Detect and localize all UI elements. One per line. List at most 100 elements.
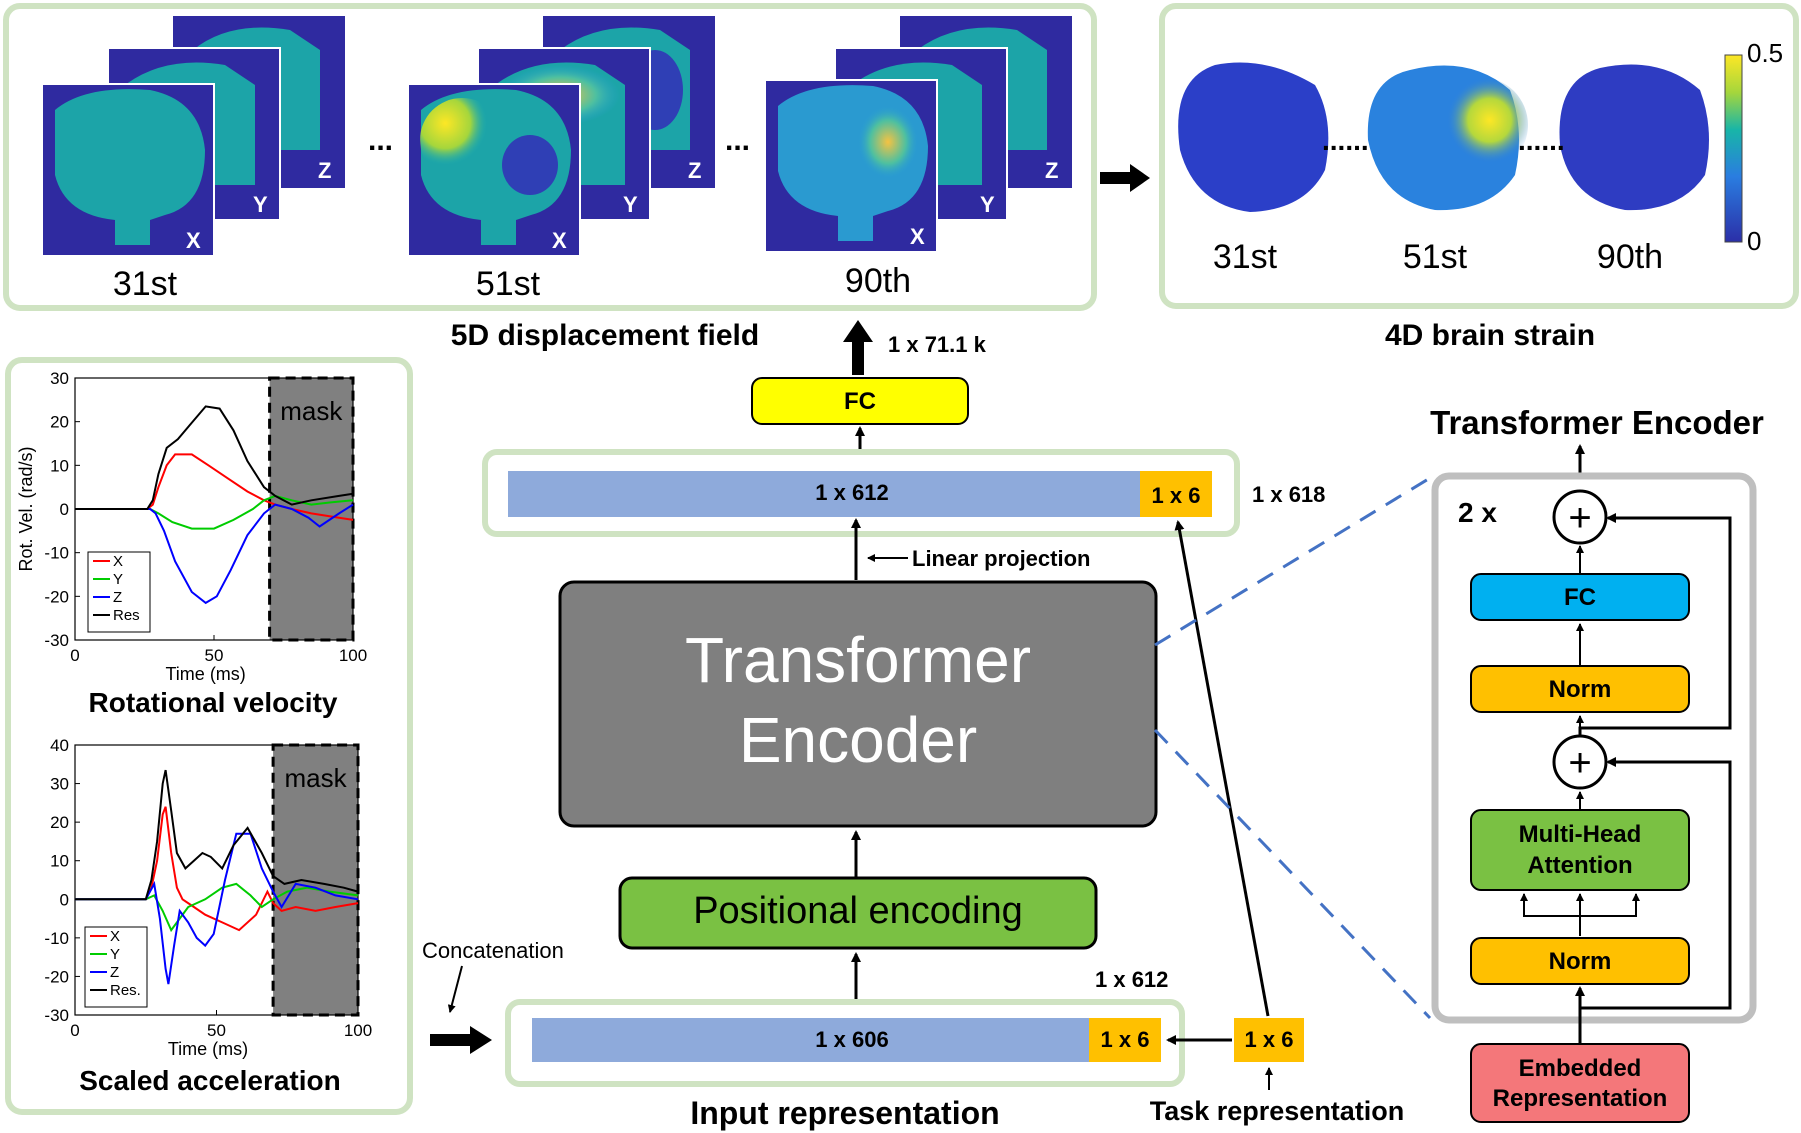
legend-label: Y xyxy=(113,571,123,588)
output-task-label: 1 x 6 xyxy=(1152,483,1201,508)
brain-90th xyxy=(1559,64,1709,211)
y-tick-label: -30 xyxy=(44,631,69,650)
concatenation-label: Concatenation xyxy=(422,938,564,963)
colorbar-min: 0 xyxy=(1747,226,1761,256)
x-tick-label: 50 xyxy=(205,646,224,665)
detail-norm-bottom-block xyxy=(1470,937,1690,985)
y-tick-label: -20 xyxy=(44,587,69,606)
brain-31st xyxy=(1178,62,1329,212)
detail-norm-bottom-label: Norm xyxy=(1549,948,1612,975)
series-line-x xyxy=(75,806,359,932)
arrow-to-strain xyxy=(1100,164,1150,192)
strain-ellipsis-1: ...... xyxy=(1322,125,1369,156)
y-tick-label: -20 xyxy=(44,967,69,986)
ellipsis-2: ... xyxy=(725,124,750,157)
y-tick-label: 0 xyxy=(60,500,69,519)
encoder-line2: Encoder xyxy=(739,704,977,776)
legend-box xyxy=(84,926,148,1008)
detail-mha-block xyxy=(1470,809,1690,891)
y-tick-label: 30 xyxy=(50,775,69,794)
y-tick-label: 20 xyxy=(50,413,69,432)
input-bar xyxy=(532,1018,1089,1062)
displacement-panel-title: 5D displacement field xyxy=(451,319,759,352)
series-line-z xyxy=(75,832,359,985)
axis-letter-x: X xyxy=(910,224,925,249)
mask-label: mask xyxy=(284,763,347,793)
x-tick-label: 100 xyxy=(344,1021,372,1040)
ellipsis-1: ... xyxy=(368,124,393,157)
transformer-encoder-block xyxy=(558,580,1158,828)
input-task-cell xyxy=(1089,1018,1161,1062)
legend-box xyxy=(87,551,151,633)
embedded-line2: Representation xyxy=(1493,1085,1668,1112)
x-tick-label: 0 xyxy=(70,1021,79,1040)
y-tick-label: 30 xyxy=(50,369,69,388)
output-total: 1 x 618 xyxy=(1252,482,1325,507)
strain-frame-90th: 90th xyxy=(1597,238,1663,276)
series-line-y xyxy=(75,882,359,933)
velocity-caption: Rotational velocity xyxy=(89,687,338,718)
output-bar-label: 1 x 612 xyxy=(815,480,888,505)
task-to-output-arrow xyxy=(1174,520,1270,1017)
encoder-detail-title: Transformer Encoder xyxy=(1430,404,1764,441)
embedded-representation-block xyxy=(1470,1043,1690,1123)
x-axis-label: Time (ms) xyxy=(165,664,245,684)
y-tick-label: 40 xyxy=(50,736,69,755)
detail-mha-line2: Attention xyxy=(1527,852,1632,879)
detail-fc-label: FC xyxy=(1564,584,1596,611)
colorbar-max: 0.5 xyxy=(1747,38,1783,68)
embedded-line1: Embedded xyxy=(1519,1055,1642,1082)
axis-letter-z: Z xyxy=(688,158,701,183)
linear-projection-label: Linear projection xyxy=(912,546,1090,571)
concatenation-pointer xyxy=(447,965,463,1013)
encoder-line1: Transformer xyxy=(685,624,1031,696)
series-line-z xyxy=(75,503,354,605)
add-node-bottom xyxy=(1552,734,1608,790)
brain-51st-hotspot xyxy=(1432,77,1528,173)
y-tick-label: -10 xyxy=(44,544,69,563)
frame-stack-51st: Z Y X xyxy=(407,16,715,257)
legend-label: Z xyxy=(110,964,119,981)
dashed-connector-bottom xyxy=(1153,728,1432,1020)
task-representation-label: Task representation xyxy=(1150,1096,1405,1126)
output-bar xyxy=(508,471,1140,517)
detail-norm-top-label: Norm xyxy=(1549,676,1612,703)
input-representation-label: Input representation xyxy=(690,1095,999,1131)
frame-label-31st: 31st xyxy=(113,265,178,303)
y-axis-label: Rot. Vel. (rad/s) xyxy=(16,446,36,571)
repeat-label: 2 x xyxy=(1458,497,1497,528)
axis-letter-x: X xyxy=(552,228,567,253)
concat-arrow xyxy=(430,1026,492,1054)
output-task-cell xyxy=(1140,471,1212,517)
legend-label: Res xyxy=(113,607,140,624)
output-dim: 1 x 71.1 k xyxy=(888,332,987,357)
detail-norm-top-block xyxy=(1470,665,1690,713)
y-tick-label: -30 xyxy=(44,1006,69,1025)
strain-frame-51st: 51st xyxy=(1403,238,1468,276)
y-tick-label: 0 xyxy=(60,890,69,909)
series-line-y xyxy=(75,494,354,530)
fc-output-label: FC xyxy=(844,388,876,415)
legend-label: Y xyxy=(110,946,120,963)
strain-frame-31st: 31st xyxy=(1213,238,1278,276)
x-axis-label: Time (ms) xyxy=(168,1039,248,1059)
x-tick-label: 100 xyxy=(339,646,367,665)
positional-encoding-label: Positional encoding xyxy=(693,890,1023,932)
x-tick-label: 0 xyxy=(70,646,79,665)
task-box-label: 1 x 6 xyxy=(1245,1027,1294,1052)
legend-label: X xyxy=(113,553,123,570)
axis-letter-z: Z xyxy=(1045,158,1058,183)
strain-panel: ...... ...... 31st 51st 90th 0.5 0 xyxy=(1159,3,1799,309)
strain-panel-title: 4D brain strain xyxy=(1385,319,1595,352)
series-line-x xyxy=(75,453,354,521)
frame-stack-31st: Z Y X xyxy=(41,16,345,257)
add-node-top xyxy=(1552,489,1608,545)
dashed-connector-top xyxy=(1154,476,1431,647)
mask-region xyxy=(271,743,360,1017)
legend-label: Res. xyxy=(110,982,141,999)
input-task-label: 1 x 6 xyxy=(1101,1027,1150,1052)
mask-label: mask xyxy=(280,396,343,426)
